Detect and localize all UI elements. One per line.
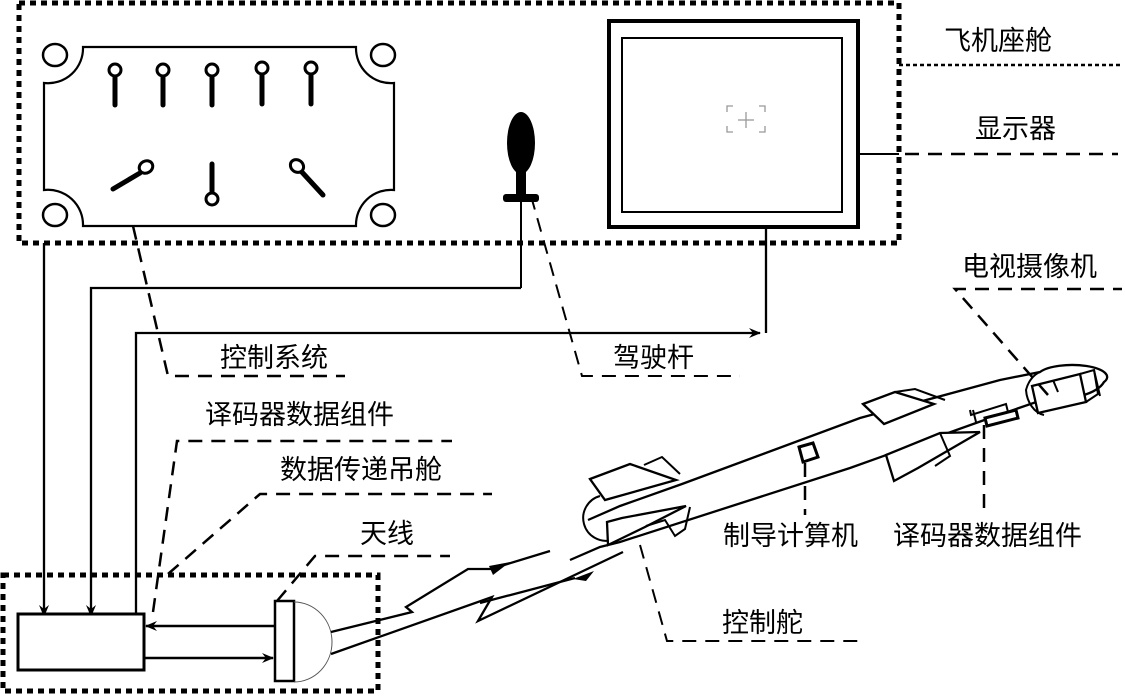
control-panel [41, 42, 397, 228]
missile [569, 363, 1109, 562]
uplink-arrowhead [489, 562, 510, 575]
antenna-label: 天线 [360, 519, 414, 550]
tv-camera-icon [1030, 368, 1100, 415]
toggle-switch[interactable] [204, 62, 220, 108]
signal-line [86, 286, 521, 617]
control-fin-label: 控制舵 [722, 608, 803, 639]
joystick-leader [530, 195, 740, 377]
data-link-pod-boundary [0, 572, 381, 694]
cockpit-boundary [16, 0, 902, 246]
guidance-computer-label: 制导计算机 [723, 521, 858, 552]
decoder-box [16, 612, 146, 672]
joystick-label: 驾驶杆 [613, 343, 694, 374]
display-monitor [607, 19, 860, 229]
downlink-signal [330, 550, 624, 656]
mount-hole-icon [41, 202, 69, 228]
toggle-switch[interactable] [303, 60, 319, 107]
toggle-switch[interactable] [204, 161, 220, 207]
control-system-leader [131, 225, 345, 378]
toggle-switch[interactable] [254, 60, 270, 107]
mount-hole-icon [369, 202, 397, 228]
decoder-pod-leader [151, 439, 452, 613]
control-system-label: 控制系统 [220, 343, 328, 374]
mount-hole-icon [41, 42, 69, 68]
signal-line [134, 328, 761, 614]
joystick-icon [503, 112, 539, 288]
missile-decoder-label: 译码器数据组件 [893, 521, 1082, 552]
decoder-pod-label: 译码器数据组件 [205, 400, 394, 431]
tv-camera-leader [952, 287, 1122, 396]
tv-camera-label: 电视摄像机 [962, 252, 1097, 283]
downlink-arrowhead [573, 571, 594, 581]
toggle-switch[interactable] [107, 62, 123, 108]
cockpit-label: 飞机座舱 [944, 26, 1052, 57]
control-fin-leader [639, 544, 860, 642]
data-link-pod-label: 数据传递吊舱 [280, 455, 442, 486]
display-label: 显示器 [975, 114, 1056, 145]
toggle-switch[interactable] [155, 62, 171, 108]
toggle-switch[interactable] [288, 157, 326, 198]
data-link-pod-leader [167, 492, 492, 575]
mount-hole-icon [369, 42, 397, 68]
guidance-computer-box [797, 441, 820, 464]
crosshair-reticle-icon [726, 105, 766, 133]
toggle-switch[interactable] [110, 158, 155, 192]
antenna-leader [276, 554, 450, 602]
uplink-signal [330, 549, 551, 634]
antenna-icon [273, 599, 333, 683]
missile-decoder-unit [969, 402, 1020, 428]
downlink-signal [479, 576, 576, 605]
